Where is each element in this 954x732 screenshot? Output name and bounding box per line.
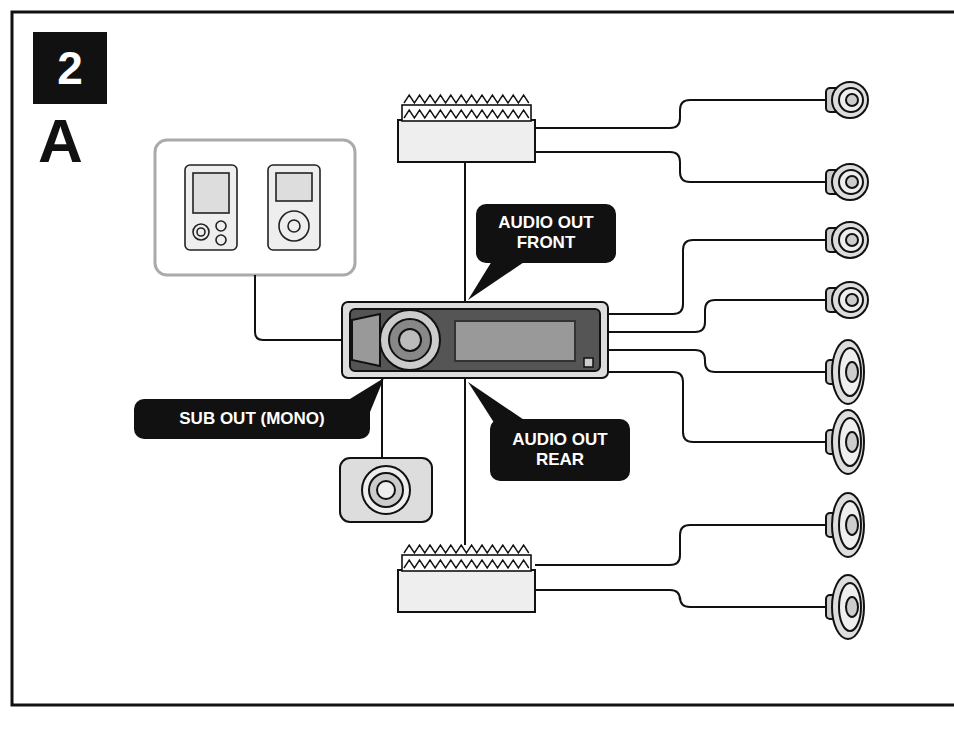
frame [12, 12, 954, 705]
callout-box: AUDIO OUT FRONT [476, 204, 616, 263]
callout-text: AUDIO OUT REAR [505, 430, 615, 471]
subwoofer [340, 458, 432, 522]
section-letter: A [38, 110, 83, 172]
tweeter [826, 282, 868, 318]
tweeter [826, 164, 868, 200]
woofer [826, 410, 864, 474]
callout-box: AUDIO OUT REAR [490, 419, 630, 481]
callout-text: 2 [57, 45, 83, 91]
step-number: 2 [33, 32, 107, 104]
portable-player [268, 165, 320, 250]
speakers [826, 82, 868, 639]
callout-box: SUB OUT (MONO) [134, 399, 370, 439]
woofer [826, 340, 864, 404]
callout-text: SUB OUT (MONO) [179, 409, 324, 429]
head-unit [342, 302, 608, 378]
woofer [826, 575, 864, 639]
player-group [155, 140, 355, 275]
woofer [826, 493, 864, 557]
portable-player [185, 165, 237, 250]
tweeter [826, 222, 868, 258]
heat-fins [402, 545, 531, 571]
tweeter [826, 82, 868, 118]
callout-text: AUDIO OUT FRONT [491, 213, 601, 254]
heat-fins [402, 95, 531, 121]
wire [255, 100, 826, 607]
